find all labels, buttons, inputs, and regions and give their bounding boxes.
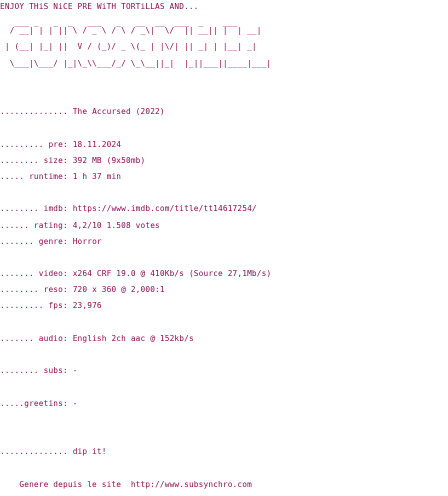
reso-row: ........ reso: 720 x 360 @ 2,000:1 [0,286,271,294]
ascii-art-line-3: | (__| |_| || V / (_)/ _ \(_ | |\/| || _… [0,42,257,52]
fps-row: ......... fps: 23,976 [0,302,271,310]
ascii-art-line-4: \___|\___/ |_|\_\\___/_/ \_\__||_| |_||_… [0,58,272,68]
size-label: ........ size: [0,155,68,165]
runtime-label: ..... runtime: [0,171,68,181]
video-row: ....... video: x264 CRF 19.0 @ 410Kb/s (… [0,270,271,278]
genre-value: Horror [72,236,102,246]
footer-row: Genere depuis le site http://www.subsync… [0,479,271,489]
greetins-value: - [72,398,78,408]
imdb-label: ........ imdb: [0,204,68,214]
greetins-row: .....greetins: - [0,398,271,408]
size-value: 392 MB (9x50mb) [72,155,146,165]
dip-value: dip it! [72,447,107,457]
nfo-text-block: ENJOY THiS NiCE PRE WiTH TORTiLLAS AND..… [0,2,272,489]
audio-value: English 2ch aac @ 152kb/s [72,333,194,343]
intro-line: ENJOY THiS NiCE PRE WiTH TORTiLLAS AND..… [0,2,199,11]
fps-label: ......... fps: [0,301,68,311]
size-row: ........ size: 392 MB (9x50mb) [0,155,271,165]
subs-value: - [72,366,78,376]
dip-label: .............. [0,447,68,457]
subs-label: ........ subs: [0,366,68,376]
footer-label: Genere depuis le site [19,479,122,489]
genre-label: ....... genre: [0,236,68,246]
runtime-row: ..... runtime: 1 h 37 min [0,171,271,181]
rating-row: ...... rating: 4,2/10 1.508 votes [0,220,271,230]
title-value: The Accursed (2022) [72,107,165,117]
fps-value: 23,976 [72,301,102,311]
dip-row: .............. dip it! [0,448,271,456]
audio-label: ....... audio: [0,333,68,343]
rating-label: ...... rating: [0,220,68,230]
reso-label: ........ reso: [0,285,68,295]
pre-row: ......... pre: 18.11.2024 [0,139,271,149]
imdb-row: ........ imdb: https://www.imdb.com/titl… [0,205,271,213]
rating-value: 4,2/10 1.508 votes [72,220,160,230]
pre-label: ......... pre: [0,139,68,149]
pre-value: 18.11.2024 [72,139,122,149]
footer-link[interactable]: http://www.subsynchro.com [130,479,252,489]
video-label: ....... video: [0,269,68,279]
title-row: .............. The Accursed (2022) [0,108,271,116]
video-value: x264 CRF 19.0 @ 410Kb/s (Source 27,1Mb/s… [72,269,272,279]
genre-row: ....... genre: Horror [0,236,271,246]
runtime-value: 1 h 37 min [72,171,122,181]
ascii-art-line-1: ___ _ _ _ ___ _ __ __ ___ _ ___ [0,18,238,28]
subs-row: ........ subs: - [0,367,271,375]
imdb-link: https://www.imdb.com/title/tt14617254/ [72,204,257,214]
reso-value: 720 x 360 @ 2,000:1 [72,285,165,295]
ascii-art-line-2: / __| | | || \ / _ \ / \ / _\| \/ || __|… [0,26,262,36]
greetins-label: .....greetins: [0,398,68,408]
audio-row: ....... audio: English 2ch aac @ 152kb/s [0,333,271,343]
title-label: .............. [0,107,68,117]
